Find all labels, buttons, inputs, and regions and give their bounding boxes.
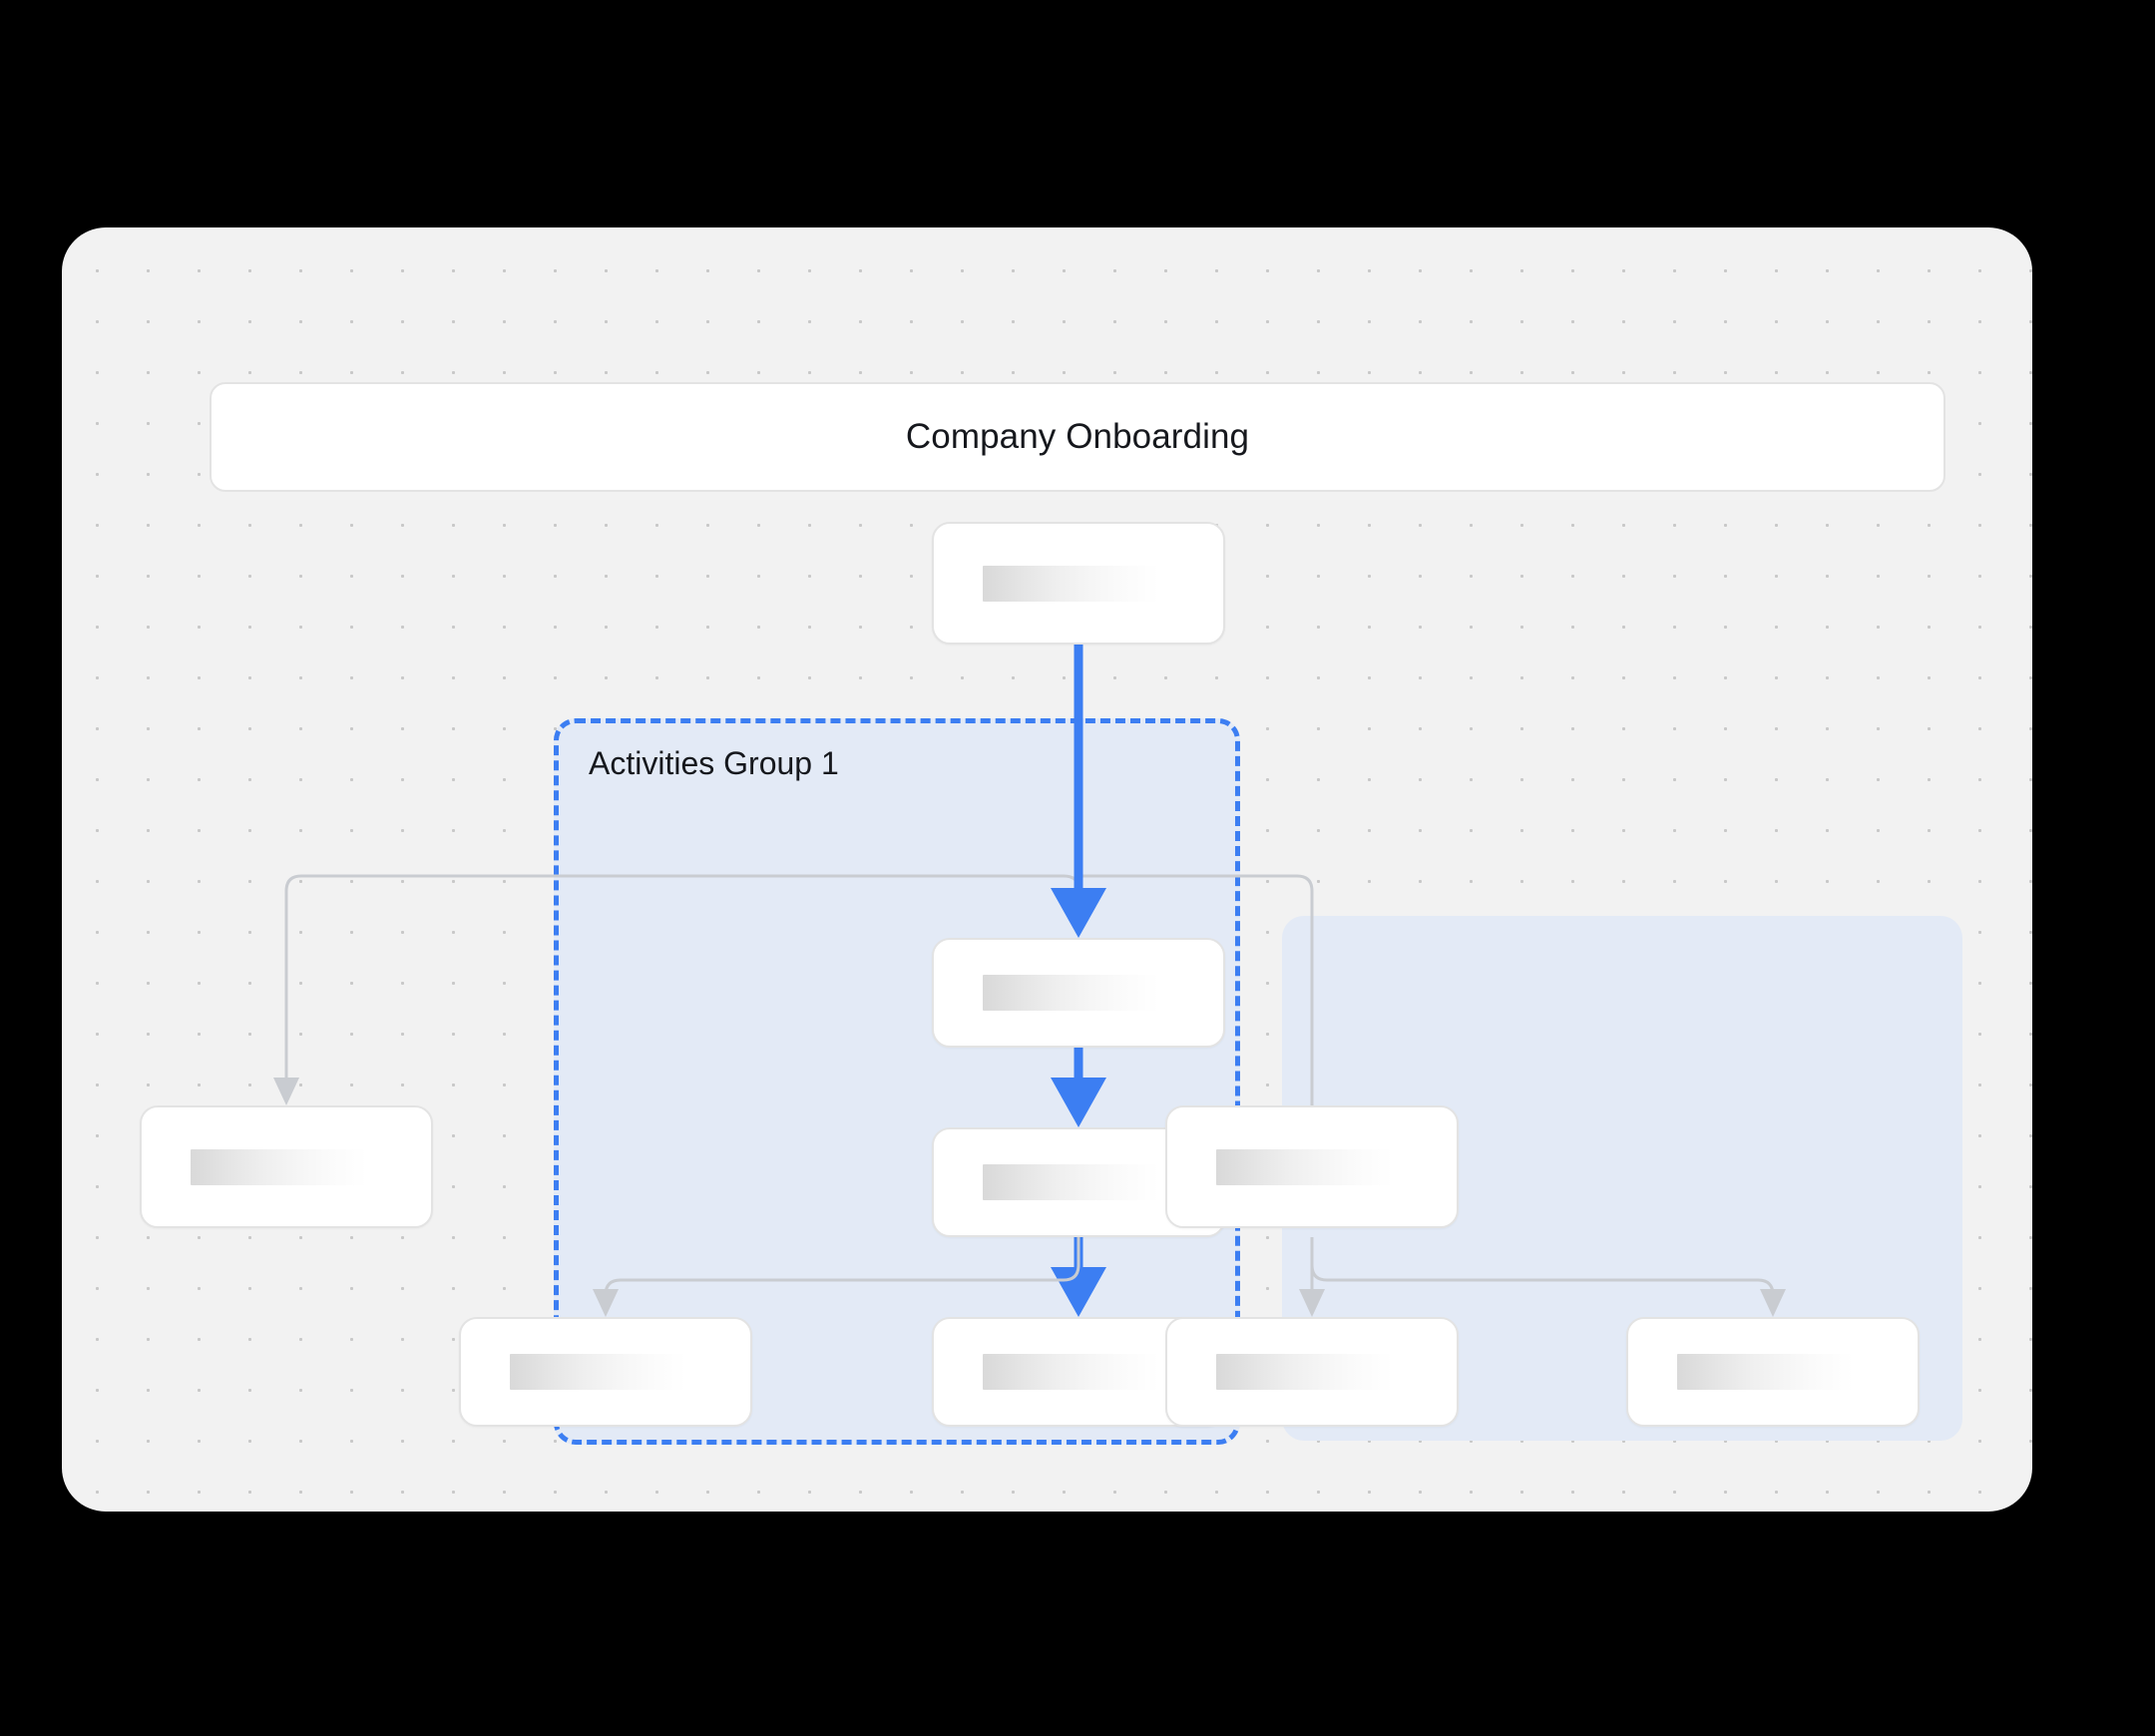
page-title: Company Onboarding (905, 417, 1250, 456)
node-label-redacted (983, 1164, 1160, 1200)
arrowhead-left-leaf (273, 1078, 299, 1105)
node-g2-bottom-left[interactable] (1165, 1317, 1459, 1427)
node-label-redacted (983, 975, 1160, 1011)
node-root[interactable] (932, 522, 1225, 645)
node-label-redacted (983, 1354, 1160, 1390)
node-g2-top[interactable] (1165, 1105, 1459, 1228)
node-label-redacted (983, 565, 1160, 602)
node-g1-bottom-left[interactable] (459, 1317, 752, 1427)
flow-canvas[interactable]: Company Onboarding Activities Group 1 (62, 227, 2032, 1512)
node-left-leaf[interactable] (140, 1105, 433, 1228)
flow-title-node[interactable]: Company Onboarding (210, 382, 1945, 492)
node-label-redacted (191, 1148, 368, 1185)
node-label-redacted (510, 1354, 687, 1390)
group-label-activities-group-1: Activities Group 1 (589, 745, 839, 781)
node-label-redacted (1677, 1354, 1855, 1390)
node-g1-top[interactable] (932, 938, 1225, 1048)
node-g2-bottom-right[interactable] (1626, 1317, 1920, 1427)
node-label-redacted (1216, 1148, 1394, 1185)
node-label-redacted (1216, 1354, 1394, 1390)
